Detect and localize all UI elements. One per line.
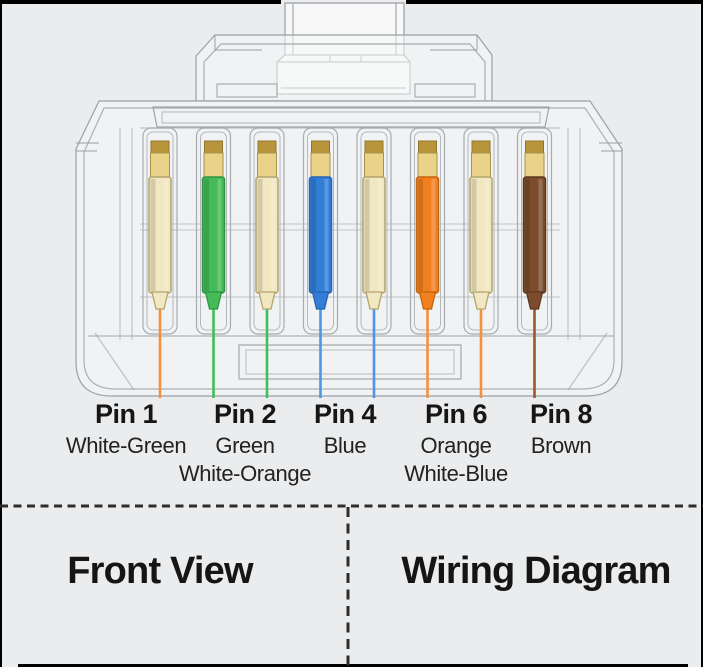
pin-1-white-green: [142, 127, 178, 398]
pin-8-brown: [516, 127, 553, 398]
upper-shell: [195, 34, 493, 102]
frame-edge-left: [0, 0, 2, 667]
frame-edge-bottom: [18, 664, 688, 667]
pin-7-white-brown: [463, 127, 499, 398]
frame-edge-right: [701, 0, 703, 667]
pin-5-white-blue: [356, 127, 392, 398]
pin-2-green: [195, 127, 232, 398]
frame-edge-top-right: [406, 0, 703, 4]
frame-edge-top-left: [0, 0, 281, 4]
connector-pins-layer: [142, 127, 553, 398]
pin-6-orange: [409, 127, 446, 398]
pin-3-white-orange: [249, 127, 285, 398]
pin-4-blue: [302, 127, 339, 398]
